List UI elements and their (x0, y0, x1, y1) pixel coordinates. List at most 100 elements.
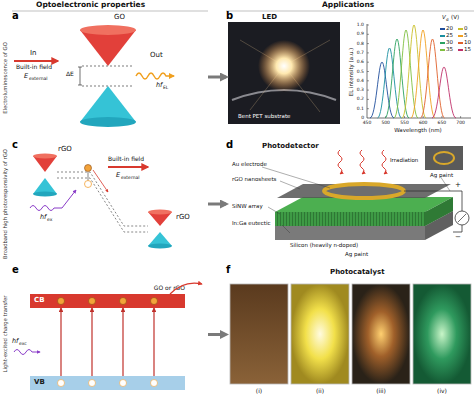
legend-swatch (440, 49, 445, 51)
legend-text: 0 (464, 26, 468, 32)
axis-tick: 600 (419, 121, 428, 126)
annotation: Photodetector (262, 143, 319, 150)
legend-text: 30 (446, 40, 453, 46)
annotation: hf (40, 214, 46, 221)
legend-swatch (440, 42, 445, 44)
axis-tick: 0.5 (357, 69, 364, 74)
annotation: Built-in field (108, 156, 144, 162)
section-heading: Optoelectronic properties (36, 1, 145, 9)
annotation: − (455, 234, 461, 241)
annotation: d (446, 18, 449, 22)
excitation-arrow (60, 308, 61, 376)
legend-swatch (440, 35, 445, 37)
axis-tick: 0.2 (357, 97, 364, 102)
annotation: EL (163, 86, 168, 91)
annotation: Bent PET substrate (238, 114, 290, 120)
panel-letter: c (12, 140, 18, 150)
panel-arrow (208, 76, 226, 79)
axis-tick: 0.9 (357, 32, 364, 37)
legend-text: 20 (446, 26, 453, 32)
annotation: ΔE (66, 71, 74, 77)
annotation: In:Ga eutectic (232, 221, 270, 227)
band-label: VB (34, 379, 45, 386)
axis-tick: 0.4 (357, 79, 364, 84)
sample-number: (i) (256, 388, 262, 394)
axis-title: Wavelength (nm) (394, 128, 442, 134)
annotation: + (455, 182, 461, 189)
legend-swatch (458, 42, 463, 44)
annotation: LED (262, 14, 277, 21)
panel-arrow (208, 333, 226, 336)
annotation: rGO (58, 146, 72, 153)
legend-text: 15 (464, 47, 471, 53)
panel-letter: b (226, 11, 233, 21)
energy-band: CBGO or rGO (30, 294, 185, 308)
annotation: rGO nanosheets (232, 177, 276, 183)
legend-swatch (458, 49, 463, 51)
axis-tick: 0.6 (357, 60, 364, 65)
panel-letter: a (12, 11, 19, 21)
legend-swatch (458, 35, 463, 37)
legend-text: 25 (446, 33, 453, 39)
excitation-arrow (122, 308, 123, 376)
annotation: Irradiation (390, 158, 418, 164)
panel-letter: e (12, 265, 19, 275)
annotation: SiNW array (232, 204, 263, 210)
band-label: GO or rGO (154, 285, 185, 291)
annotation: (V) (451, 15, 459, 21)
annotation: external (121, 176, 140, 181)
annotation: Built-in field (16, 64, 52, 70)
annotation: Au electrode (232, 162, 267, 168)
legend-text: 35 (446, 47, 453, 53)
axis-tick: 0.1 (357, 106, 364, 111)
annotation: In (30, 50, 37, 57)
axis-title: EL intensity (a.u.) (349, 48, 355, 97)
axis-tick: 500 (381, 121, 390, 126)
row-title: Broadband high photoresponsivity of rGO (3, 149, 8, 259)
axis-tick: 700 (456, 121, 465, 126)
panel-letter: f (226, 265, 230, 275)
axis-tick: 0.8 (357, 41, 364, 46)
panel-letter: d (226, 140, 233, 150)
excitation-arrow (91, 308, 92, 376)
axis-tick: 650 (438, 121, 447, 126)
energy-band: VB (30, 376, 185, 390)
annotation: hf (12, 338, 18, 345)
annotation: Silicon (heavily n-doped) (290, 243, 358, 249)
annotation: E (116, 172, 120, 179)
annotation: GO (114, 14, 125, 21)
annotation: external (29, 77, 48, 82)
legend-swatch (458, 28, 463, 30)
annotation: exc (19, 342, 27, 347)
annotation: Ag paint (345, 252, 368, 258)
section-heading: Applications (322, 1, 374, 9)
axis-tick: 0 (361, 116, 364, 121)
sample-number: (ii) (316, 388, 324, 394)
legend-text: 10 (464, 40, 471, 46)
axis-tick: 450 (363, 121, 372, 126)
row-title: Electroluminescence of GO (3, 42, 8, 114)
row-title: Light-excited charge transfer (3, 296, 8, 373)
axis-tick: 0.7 (357, 51, 364, 56)
annotation: hf (156, 82, 162, 89)
sample-number: (iii) (376, 388, 386, 394)
annotation: V (442, 15, 446, 21)
annotation: Photocatalyst (330, 269, 385, 276)
axis-tick: 1.0 (357, 23, 364, 28)
annotation: rGO (176, 214, 190, 221)
annotation: Ag paint (430, 173, 453, 179)
band-label: CB (34, 297, 44, 304)
panel: f (226, 268, 474, 401)
panel: eCBGO or rGOVB (12, 268, 208, 401)
legend-text: 5 (464, 33, 468, 39)
annotation: Out (150, 52, 163, 59)
axis-tick: 550 (400, 121, 409, 126)
annotation: E (24, 73, 28, 80)
sample-number: (iv) (437, 388, 447, 394)
excitation-arrow (153, 308, 154, 376)
